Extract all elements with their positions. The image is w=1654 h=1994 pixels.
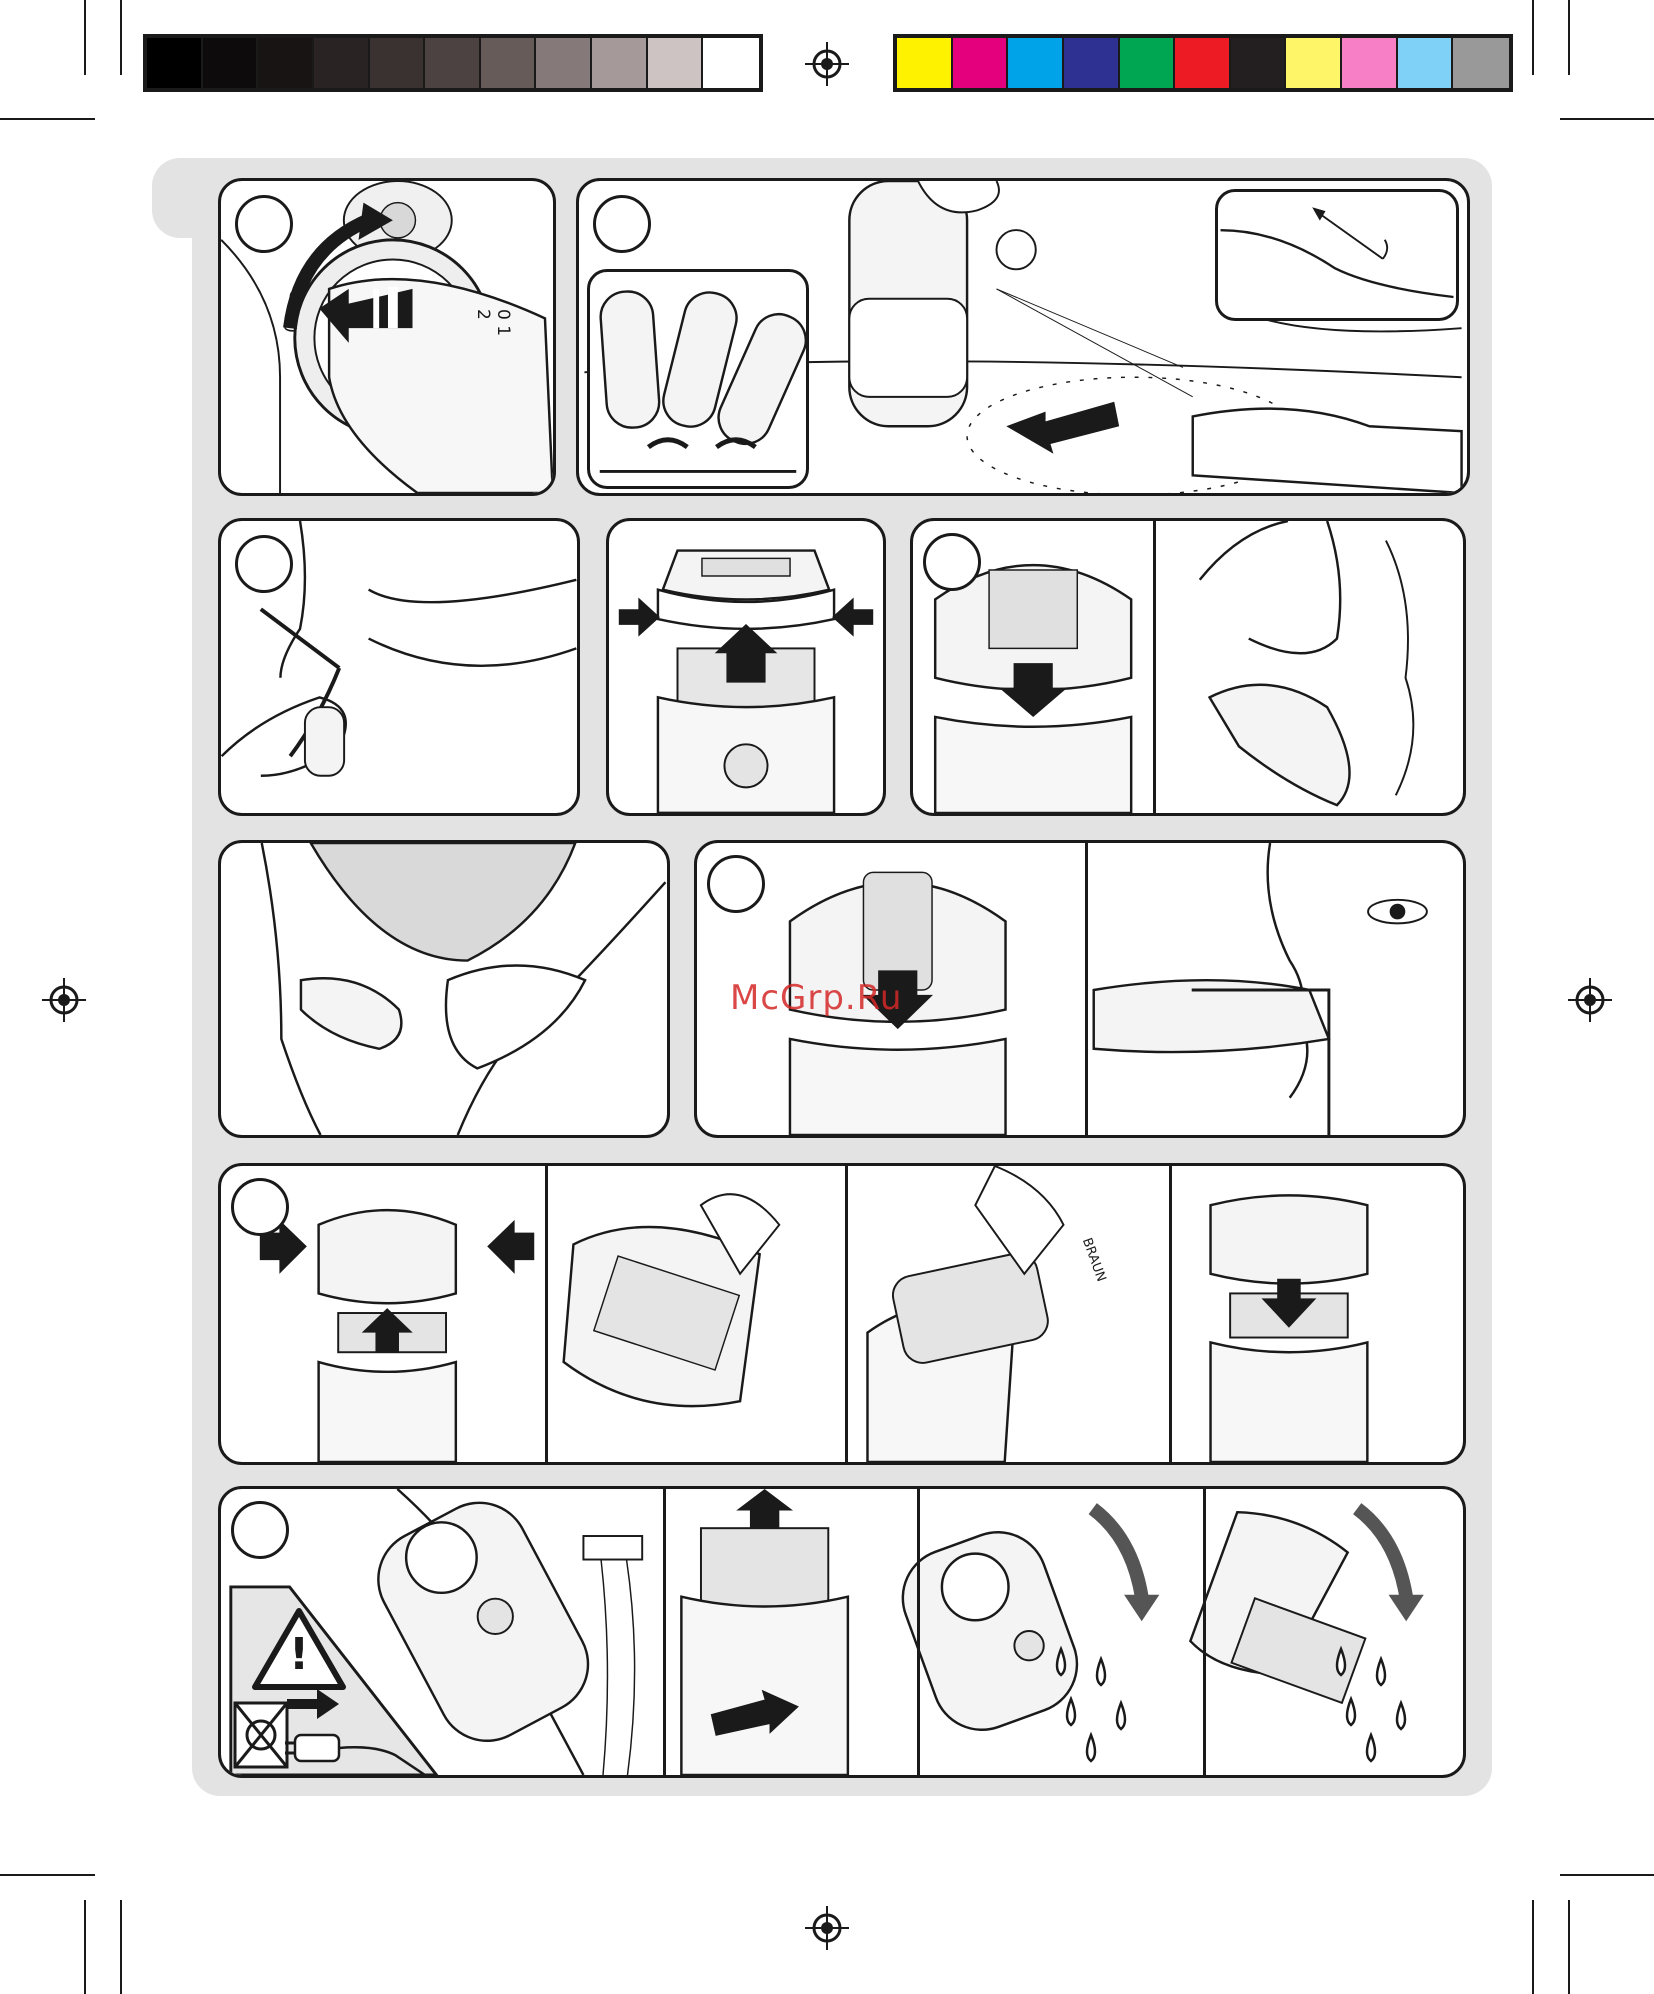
color-swatch	[592, 38, 648, 88]
color-swatch	[897, 38, 953, 88]
panel-divider	[1153, 521, 1156, 813]
grayscale-registration-bar	[143, 34, 763, 92]
panel-divider	[1203, 1489, 1206, 1775]
process-color-registration-bar	[893, 34, 1513, 92]
color-swatch	[648, 38, 704, 88]
crop-mark	[120, 0, 122, 75]
warning-symbol: !	[289, 1629, 309, 1680]
arrow-icon	[287, 1689, 339, 1719]
color-swatch	[536, 38, 592, 88]
registration-mark-icon	[805, 1906, 849, 1950]
panel-cleaning: BRAUN	[218, 1163, 1466, 1465]
inset-hair-direction	[1215, 189, 1459, 321]
panel-divider	[663, 1489, 666, 1775]
registration-mark-icon	[42, 978, 86, 1022]
crop-mark	[1560, 118, 1654, 120]
crop-mark	[1532, 0, 1534, 75]
inset-angle-detail	[587, 269, 809, 489]
crop-mark	[1568, 1900, 1570, 1994]
crop-mark	[0, 118, 95, 120]
color-swatch	[1231, 38, 1287, 88]
step-number-circle	[707, 855, 765, 913]
water-drop-icon	[1041, 1639, 1161, 1769]
color-swatch	[1398, 38, 1454, 88]
panel-divider	[1169, 1166, 1172, 1462]
registration-mark-icon	[1568, 978, 1612, 1022]
color-swatch	[703, 38, 759, 88]
panel-bikini	[218, 840, 670, 1138]
color-swatch	[1342, 38, 1398, 88]
panel-epilating-leg	[576, 178, 1470, 496]
crop-mark	[84, 1900, 86, 1994]
panel-attach-cap-face	[910, 518, 1466, 816]
plug-icon	[285, 1725, 425, 1777]
color-swatch	[1286, 38, 1342, 88]
panel-divider	[1085, 843, 1088, 1135]
no-plug-icon	[229, 1697, 293, 1773]
color-swatch	[1008, 38, 1064, 88]
step-number-circle	[235, 195, 293, 253]
crop-mark	[84, 0, 86, 75]
panel-divider	[917, 1489, 920, 1775]
crop-mark	[1568, 0, 1570, 75]
color-swatch	[481, 38, 537, 88]
panel-remove-cap	[606, 518, 886, 816]
color-swatch	[314, 38, 370, 88]
color-swatch	[258, 38, 314, 88]
color-swatch	[147, 38, 203, 88]
step-number-circle	[231, 1178, 289, 1236]
color-swatch	[370, 38, 426, 88]
color-swatch	[203, 38, 259, 88]
step-number-circle	[593, 195, 651, 253]
panel-rinsing: !	[218, 1486, 1466, 1778]
panel-underarm	[218, 518, 580, 816]
step-number-circle	[235, 535, 293, 593]
panel-divider	[845, 1166, 848, 1462]
color-swatch	[953, 38, 1009, 88]
color-swatch	[1175, 38, 1231, 88]
panel-divider	[545, 1166, 548, 1462]
dial-scale-right: 0 1 2	[473, 309, 513, 349]
crop-mark	[1532, 1900, 1534, 1994]
step-number-circle	[231, 1501, 289, 1559]
color-swatch	[425, 38, 481, 88]
crop-mark	[0, 1874, 95, 1876]
panel-speed-dial: 0 1 2 0 1 2	[218, 178, 556, 496]
color-swatch	[1453, 38, 1509, 88]
registration-mark-icon	[805, 42, 849, 86]
watermark: McGrp.Ru	[730, 978, 902, 1018]
crop-mark	[120, 1900, 122, 1994]
water-drop-icon	[1321, 1639, 1441, 1769]
color-swatch	[1064, 38, 1120, 88]
color-swatch	[1120, 38, 1176, 88]
crop-mark	[1560, 1874, 1654, 1876]
step-number-circle	[923, 533, 981, 591]
